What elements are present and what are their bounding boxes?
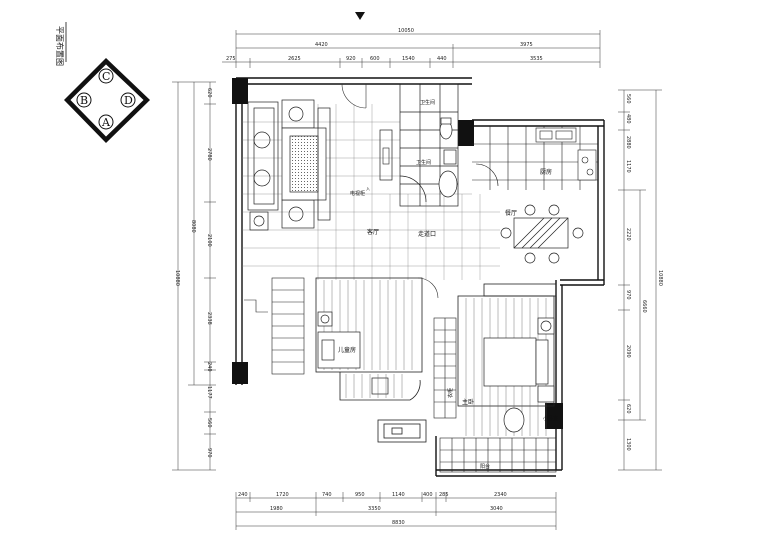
dim-top-1: 275	[226, 56, 236, 62]
door-arc-entry	[341, 83, 367, 109]
dim-left-2: 2780	[206, 148, 212, 161]
dim-bot-mid-3: 3040	[490, 506, 503, 512]
passage-label: 走道口	[418, 230, 436, 238]
dim-right-mid: 6660	[641, 300, 647, 313]
small-room-label: 小卧室	[543, 415, 558, 422]
bay-hatch	[345, 374, 403, 398]
dim-left-3: 2100	[206, 234, 212, 247]
left-dimensions	[172, 81, 216, 471]
wardrobe-strip	[433, 317, 457, 419]
dim-bot-6: 400	[423, 492, 433, 498]
kitchen-label: 厨房	[540, 168, 552, 176]
bottom-dimensions	[235, 492, 557, 530]
dim-bot-total: 8830	[392, 520, 405, 526]
pillar-bottom-left	[232, 362, 248, 384]
dim-right-5: 2220	[625, 228, 631, 241]
dim-top-5: 1540	[402, 56, 415, 62]
dim-top-mid-1: 4420	[315, 42, 328, 48]
dim-top-3: 920	[346, 56, 356, 62]
master-bed	[483, 317, 555, 433]
dining-label: 餐厅	[505, 209, 517, 217]
dim-bot-3: 740	[322, 492, 332, 498]
compass-rose: C B D A	[64, 58, 150, 143]
dim-right-6: 970	[625, 290, 631, 300]
wardrobe-label: 衣柜	[447, 388, 454, 398]
drawing-title: 平面布置图	[55, 26, 65, 66]
dim-bot-8: 2340	[494, 492, 507, 498]
dim-top-7: 3535	[530, 56, 543, 62]
child-bed	[317, 311, 389, 395]
dim-left-6: 1177	[206, 386, 212, 399]
child-bay	[339, 372, 427, 443]
top-dimensions	[222, 30, 601, 68]
north-mark	[355, 12, 365, 20]
dim-right-8: 620	[625, 404, 631, 414]
dim-bot-mid-2: 3350	[368, 506, 381, 512]
compass-a: A	[101, 116, 111, 129]
dim-left-total: 10880	[174, 270, 180, 286]
bathroom	[399, 83, 459, 207]
dim-left-1: 620	[206, 88, 212, 98]
compass-b: B	[80, 94, 88, 107]
child-room-label: 儿童房	[338, 346, 356, 354]
dim-left-5: 240	[206, 362, 212, 372]
balcony	[439, 437, 557, 473]
dim-bot-1: 240	[238, 492, 248, 498]
kitchen	[472, 126, 598, 190]
dim-left-mid: 8080	[190, 220, 196, 233]
dim-top-4: 600	[370, 56, 380, 62]
staircase	[244, 277, 305, 375]
pillar-top-left	[232, 78, 248, 104]
dim-right-total: 10880	[657, 270, 663, 286]
dim-right-2: 480	[625, 114, 631, 124]
dim-top-total: 10050	[398, 28, 414, 34]
tv-label: 电视柜	[350, 190, 365, 197]
master-room-label: 主卧	[462, 398, 474, 406]
pillar-kitchen	[458, 120, 474, 146]
dim-left-4: 2338	[206, 312, 212, 325]
dim-bot-2: 1720	[276, 492, 289, 498]
dim-right-1: 560	[625, 94, 631, 104]
door-arc-child	[417, 277, 439, 299]
living-label: 客厅	[367, 228, 379, 236]
dim-left-7: 560	[206, 418, 212, 428]
dim-top-2: 2625	[288, 56, 301, 62]
dim-right-7: 2090	[625, 345, 631, 358]
dim-bot-mid-1: 1980	[270, 506, 283, 512]
child-room	[315, 277, 423, 373]
bath-label-top: 卫生间	[420, 99, 435, 106]
dim-bot-7: 285	[439, 492, 449, 498]
pillar-bottom-right	[545, 403, 563, 429]
dim-bot-5: 1140	[392, 492, 405, 498]
dim-right-3: 2880	[625, 136, 631, 149]
dim-top-6: 440	[437, 56, 447, 62]
bath-label-mid: 卫生间	[416, 159, 431, 166]
dim-right-4: 1170	[625, 160, 631, 173]
entry-label: 入	[366, 186, 370, 191]
right-dimensions	[618, 89, 662, 471]
balcony-label: 阳台	[480, 463, 490, 470]
tv-cabinet	[379, 129, 393, 181]
dining	[500, 204, 584, 264]
tv-icon	[382, 147, 390, 165]
compass-c: C	[102, 70, 110, 83]
living-rug	[290, 136, 318, 192]
dim-left-8: 970	[206, 448, 212, 458]
dim-right-9: 1300	[625, 438, 631, 451]
compass-d: D	[124, 94, 133, 107]
dim-bot-4: 950	[355, 492, 365, 498]
dim-top-mid-2: 3975	[520, 42, 533, 48]
